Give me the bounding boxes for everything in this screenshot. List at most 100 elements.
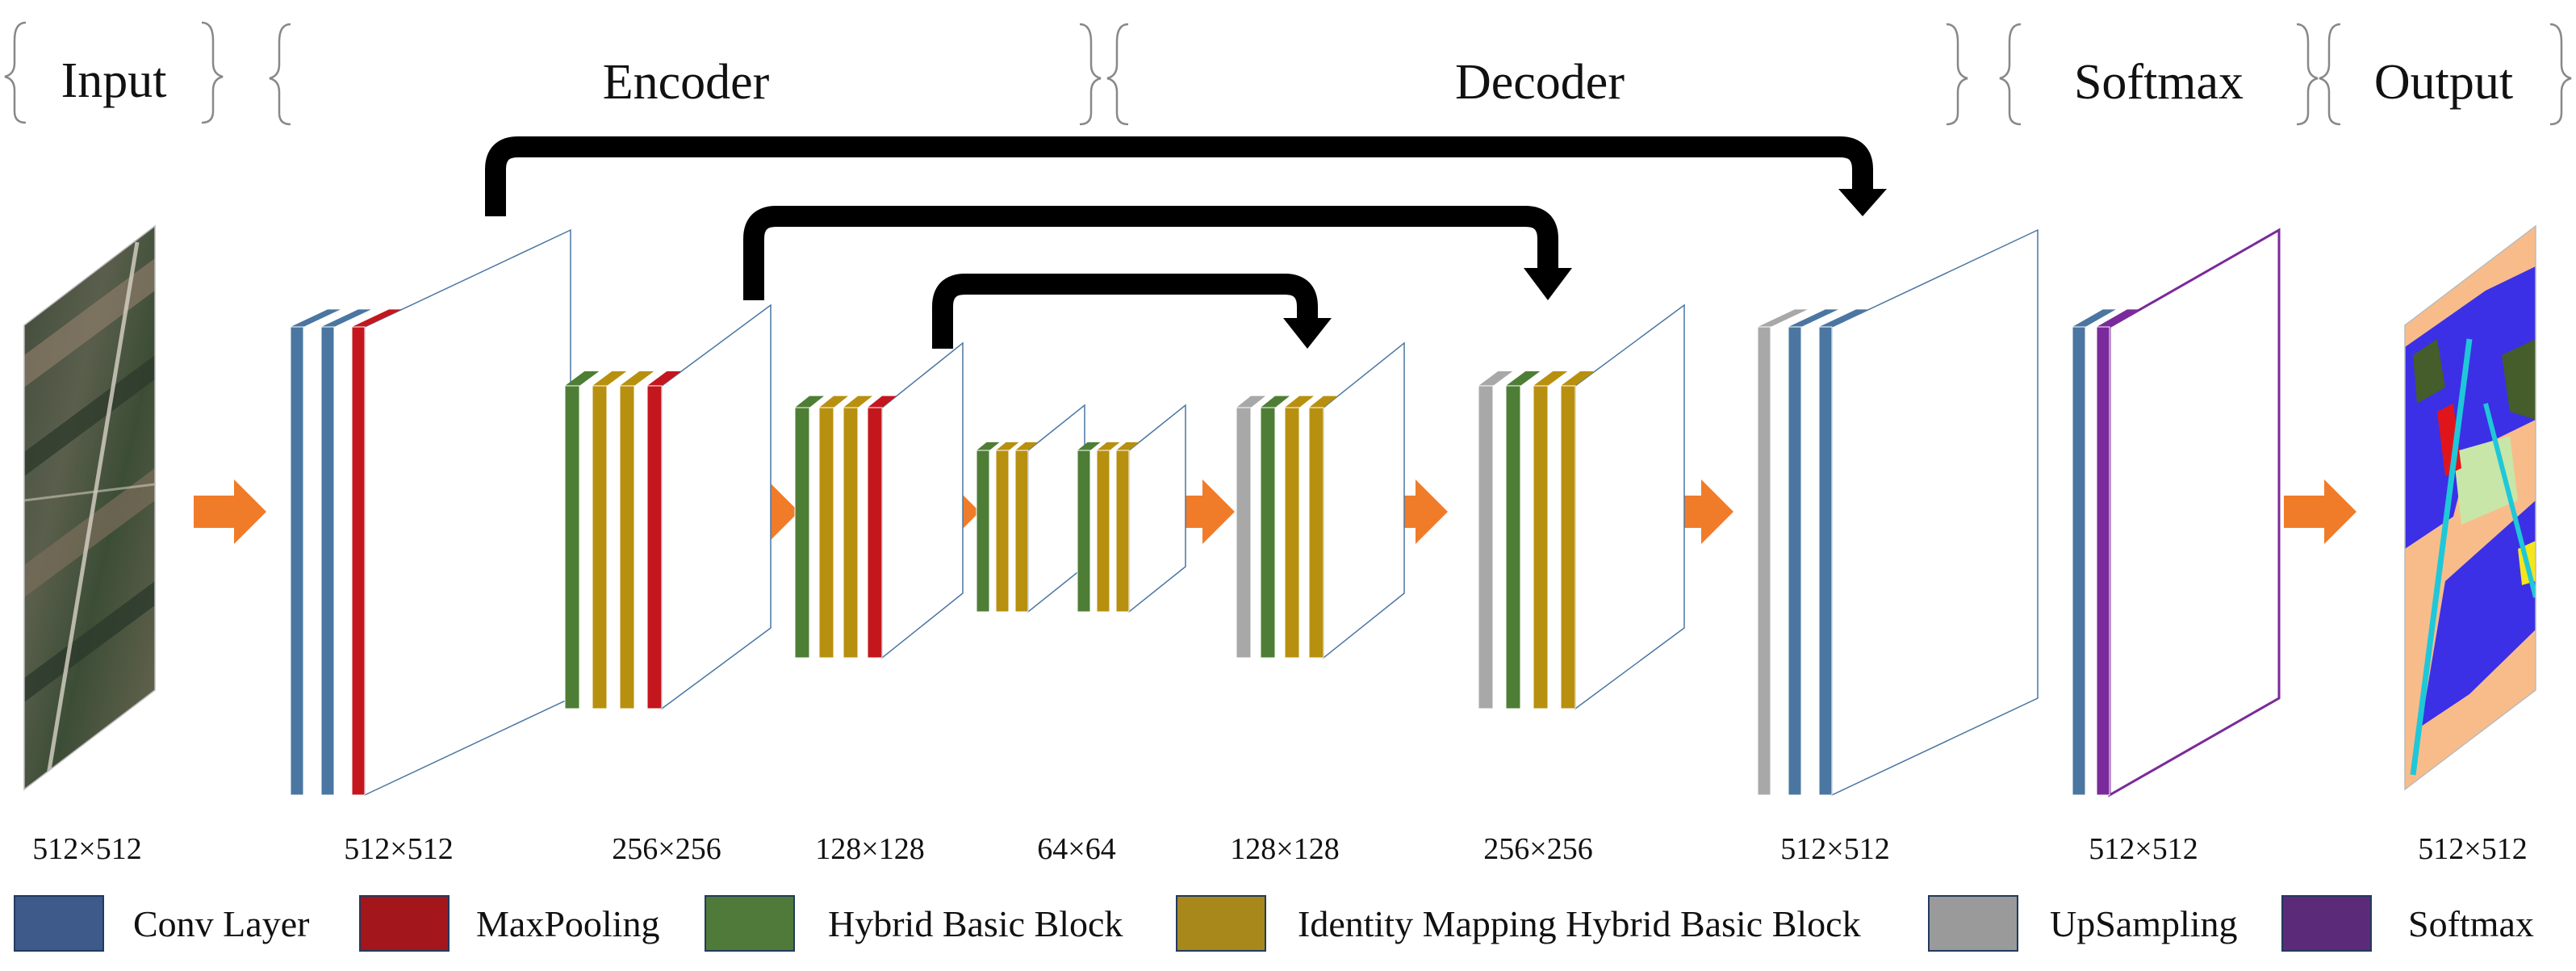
layer-slab [1236, 407, 1252, 659]
legend-label-softmax: Softmax [2408, 903, 2534, 944]
layer-slab [564, 385, 580, 709]
layer-slab-top [1788, 309, 1838, 327]
dim-label-encoder-1: 512×512 [344, 832, 453, 866]
legend-swatch-softmax [2281, 895, 2372, 952]
section-title-decoder: Decoder [1455, 55, 1625, 110]
layer-slab [843, 407, 859, 659]
skip-connections [485, 136, 1887, 349]
skip-connection-outer [485, 136, 1873, 216]
layer-blocks [290, 228, 2281, 797]
layer-slab [1014, 450, 1029, 613]
dim-label-input: 512×512 [32, 832, 141, 866]
layer-slab [2072, 326, 2086, 796]
layer-face [2108, 228, 2281, 797]
layer-slab [794, 407, 810, 659]
encoder-stage-2 [564, 303, 772, 710]
layer-slab [1260, 407, 1276, 659]
layer-slab-top [1077, 442, 1101, 450]
dim-label-encoder-3: 128×128 [815, 832, 924, 866]
layer-slab [290, 326, 304, 796]
decoder-stage-1 [1236, 341, 1405, 659]
layer-slab [619, 385, 635, 709]
layer-face [1027, 404, 1085, 613]
legend-swatch-maxpool [359, 895, 450, 952]
softmax-stage [2072, 228, 2281, 797]
bottleneck-b [1077, 404, 1186, 613]
layer-slab [351, 326, 366, 796]
legend-label-conv: Conv Layer [133, 903, 309, 944]
layer-face [661, 303, 772, 710]
dim-label-decoder-2: 256×256 [1483, 832, 1592, 866]
layer-slab [1478, 385, 1494, 709]
encoder-stage-1 [290, 228, 571, 797]
layer-slab-top [1478, 371, 1513, 386]
bottleneck-a [976, 404, 1085, 613]
section-title-output: Output [2374, 55, 2513, 110]
layer-slab [1308, 407, 1324, 659]
legend-label-identity: Identity Mapping Hybrid Basic Block [1298, 903, 1861, 944]
dim-label-encoder-2: 256×256 [612, 832, 721, 866]
legend: Conv Layer MaxPooling Hybrid Basic Block… [14, 895, 2534, 952]
layer-slab-top [1309, 396, 1338, 408]
layer-slab [592, 385, 608, 709]
layer-slab-top [996, 442, 1019, 450]
layer-slab-top [1261, 396, 1290, 408]
layer-face [1831, 228, 2039, 797]
flow-arrow [194, 479, 266, 544]
layer-slab [995, 450, 1010, 613]
layer-slab [1788, 326, 1802, 796]
layer-slab-top [819, 396, 848, 408]
layer-slab [1757, 326, 1771, 796]
legend-label-maxpool: MaxPooling [476, 903, 659, 944]
decoder-brace [1106, 23, 1968, 126]
layer-slab [1077, 450, 1091, 613]
layer-slab [1115, 450, 1130, 613]
section-braces [4, 21, 2572, 126]
output-brace [2319, 23, 2572, 126]
layer-slab [1284, 407, 1300, 659]
layer-slab-top [976, 442, 1000, 450]
layer-slab-top [647, 371, 682, 386]
section-title-input: Input [61, 53, 167, 108]
layer-slab-top [321, 309, 371, 327]
layer-slab-top [1533, 371, 1568, 386]
layer-slab [1096, 450, 1110, 613]
legend-swatch-identity [1176, 895, 1266, 952]
softmax-brace [1999, 23, 2319, 126]
layer-slab-top [1236, 396, 1265, 408]
layer-slab [1560, 385, 1576, 709]
section-title-softmax: Softmax [2074, 55, 2244, 110]
layer-slab [976, 450, 990, 613]
layer-slab [320, 326, 335, 796]
decoder-stage-2 [1478, 303, 1685, 710]
layer-slab-top [1116, 442, 1140, 450]
layer-slab [2096, 326, 2110, 796]
dim-label-bottleneck: 64×64 [1037, 832, 1115, 866]
layer-slab-top [291, 309, 341, 327]
legend-label-hybrid: Hybrid Basic Block [828, 903, 1123, 944]
layer-slab-top [2097, 309, 2140, 327]
dim-label-output: 512×512 [2418, 832, 2527, 866]
layer-slab-top [592, 371, 627, 386]
encoder-stage-3 [794, 341, 964, 659]
skip-arrowhead-outer [1838, 189, 1887, 216]
dim-label-decoder-1: 128×128 [1230, 832, 1339, 866]
layer-face [1574, 303, 1685, 710]
dimension-labels: 512×512 512×512 256×256 128×128 64×64 12… [32, 832, 2527, 866]
layer-slab [1818, 326, 1833, 796]
layer-slab-top [2072, 309, 2116, 327]
input-brace [4, 21, 224, 124]
layer-slab-top [1097, 442, 1120, 450]
layer-slab [646, 385, 663, 709]
dim-label-softmax: 512×512 [2089, 832, 2198, 866]
satellite-image-icon [23, 224, 156, 791]
skip-connection-middle [743, 206, 1558, 300]
layer-slab-top [1561, 371, 1595, 386]
layer-slab-top [1819, 309, 1869, 327]
layer-slab-top [620, 371, 654, 386]
flow-arrow [2284, 479, 2356, 544]
legend-label-upsampling: UpSampling [2050, 903, 2238, 944]
layer-face [881, 341, 964, 659]
layer-slab [1505, 385, 1521, 709]
